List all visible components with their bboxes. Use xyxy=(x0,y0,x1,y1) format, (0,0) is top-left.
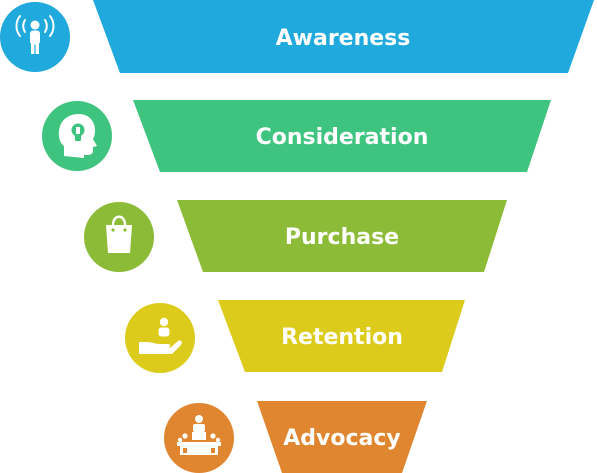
funnel-stage-awareness: Awareness xyxy=(0,0,594,73)
hand-holding-person-icon xyxy=(125,303,195,373)
stage-label-purchase: Purchase xyxy=(285,225,399,250)
funnel-band-consideration xyxy=(133,100,551,172)
speaker-podium-icon xyxy=(164,403,234,473)
funnel-stage-consideration: Consideration xyxy=(42,100,551,172)
stage-label-awareness: Awareness xyxy=(276,26,411,51)
funnel-band-advocacy xyxy=(257,401,427,473)
shopping-bag-icon xyxy=(84,202,154,272)
funnel-band-awareness xyxy=(93,0,594,73)
person-broadcast-icon xyxy=(0,2,70,72)
funnel-stage-purchase: Purchase xyxy=(84,200,507,272)
stage-label-advocacy: Advocacy xyxy=(283,426,401,451)
funnel-stage-retention: Retention xyxy=(125,300,465,373)
funnel-band-purchase xyxy=(177,200,507,272)
funnel-band-retention xyxy=(218,300,465,372)
head-lightbulb-icon xyxy=(42,101,112,171)
stage-label-consideration: Consideration xyxy=(256,125,429,150)
funnel-stage-advocacy: Advocacy xyxy=(164,401,427,473)
stage-label-retention: Retention xyxy=(281,325,403,350)
